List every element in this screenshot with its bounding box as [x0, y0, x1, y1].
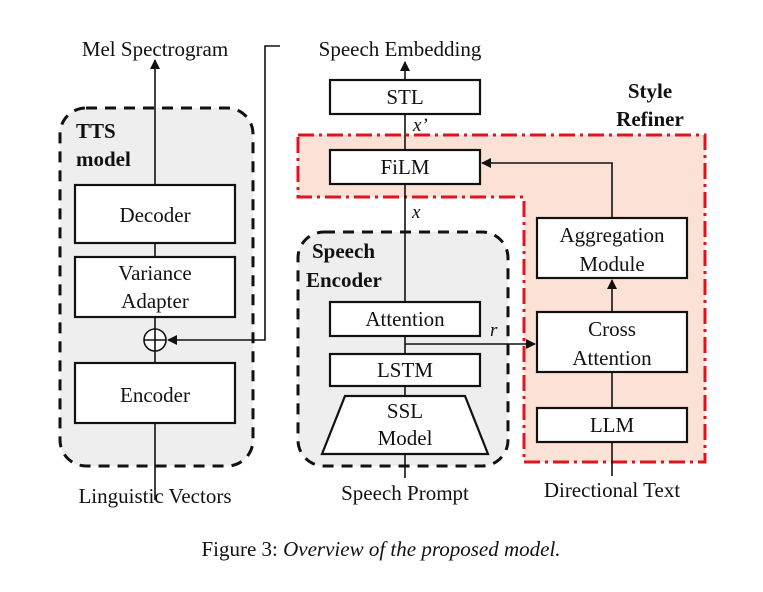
- tts-model-title-line1: TTS: [76, 119, 116, 143]
- x-label: x: [411, 202, 421, 223]
- film-box: [328, 148, 482, 186]
- caption-prefix: Figure 3:: [201, 537, 283, 561]
- encoder-box: [73, 361, 237, 425]
- style-refiner-title-line1: Style: [628, 79, 672, 103]
- decoder-box: [73, 183, 237, 245]
- cross-attention-label-line1: Cross: [588, 317, 636, 341]
- speech-prompt-label: Speech Prompt: [341, 481, 469, 505]
- speech-encoder-title-line1: Speech: [312, 239, 375, 263]
- caption-text: Overview of the proposed model.: [283, 537, 560, 561]
- r-label: r: [490, 320, 498, 341]
- stl-box: [328, 78, 482, 116]
- linguistic-vectors-label: Linguistic Vectors: [78, 484, 231, 508]
- llm-label: LLM: [590, 413, 635, 437]
- ssl-model-label-line2: Model: [378, 426, 433, 450]
- stl-label: STL: [386, 85, 423, 109]
- encoder-label: Encoder: [120, 383, 190, 407]
- style-refiner-title-line2: Refiner: [616, 107, 684, 131]
- embedding-feed-line: [167, 45, 280, 345]
- ssl-model-trapezoid: [320, 394, 490, 456]
- tts-model-title-line2: model: [76, 147, 131, 171]
- cross-attention-box: [535, 310, 689, 374]
- aggregation-module-label-line2: Module: [579, 252, 644, 276]
- llm-box: [535, 406, 689, 444]
- speech-encoder-title-line2: Encoder: [306, 268, 382, 292]
- aggregation-to-film-arrow: [481, 158, 613, 218]
- figure-caption: Figure 3: Overview of the proposed model…: [201, 537, 560, 561]
- variance-adapter-label-line2: Adapter: [121, 289, 189, 313]
- attention-label: Attention: [365, 307, 445, 331]
- aggregation-module-box: [535, 216, 689, 280]
- decoder-label: Decoder: [119, 203, 190, 227]
- variance-adapter-box: [73, 255, 237, 319]
- variance-adapter-label-line1: Variance: [118, 261, 191, 285]
- lstm-box: [328, 352, 482, 388]
- lstm-label: LSTM: [377, 358, 433, 382]
- attention-box: [328, 300, 482, 338]
- style-refiner-region: [296, 133, 707, 464]
- directional-text-label: Directional Text: [544, 478, 681, 502]
- aggregation-module-label-line1: Aggregation: [560, 223, 665, 247]
- ssl-model-label-line1: SSL: [387, 399, 423, 423]
- mel-spectrogram-label: Mel Spectrogram: [82, 37, 228, 61]
- x-prime-label: x’: [412, 115, 428, 136]
- film-label: FiLM: [380, 155, 429, 179]
- speech-embedding-label: Speech Embedding: [319, 37, 482, 61]
- cross-attention-label-line2: Attention: [572, 346, 652, 370]
